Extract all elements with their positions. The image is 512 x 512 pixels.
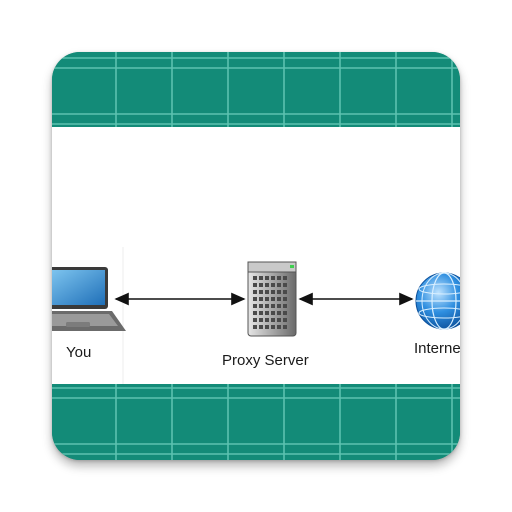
node-label-proxy-server: Proxy Server bbox=[222, 352, 309, 369]
bottom-grid-band bbox=[52, 384, 460, 460]
top-grid-band bbox=[52, 52, 460, 127]
globe-icon bbox=[415, 272, 460, 330]
app-icon: You Proxy Server Interne bbox=[52, 52, 460, 460]
laptop-icon bbox=[52, 267, 126, 331]
node-label-internet: Interne bbox=[414, 340, 460, 357]
node-label-you: You bbox=[66, 344, 92, 361]
diagram-panel: You Proxy Server Interne bbox=[52, 127, 460, 384]
server-icon bbox=[247, 261, 297, 337]
